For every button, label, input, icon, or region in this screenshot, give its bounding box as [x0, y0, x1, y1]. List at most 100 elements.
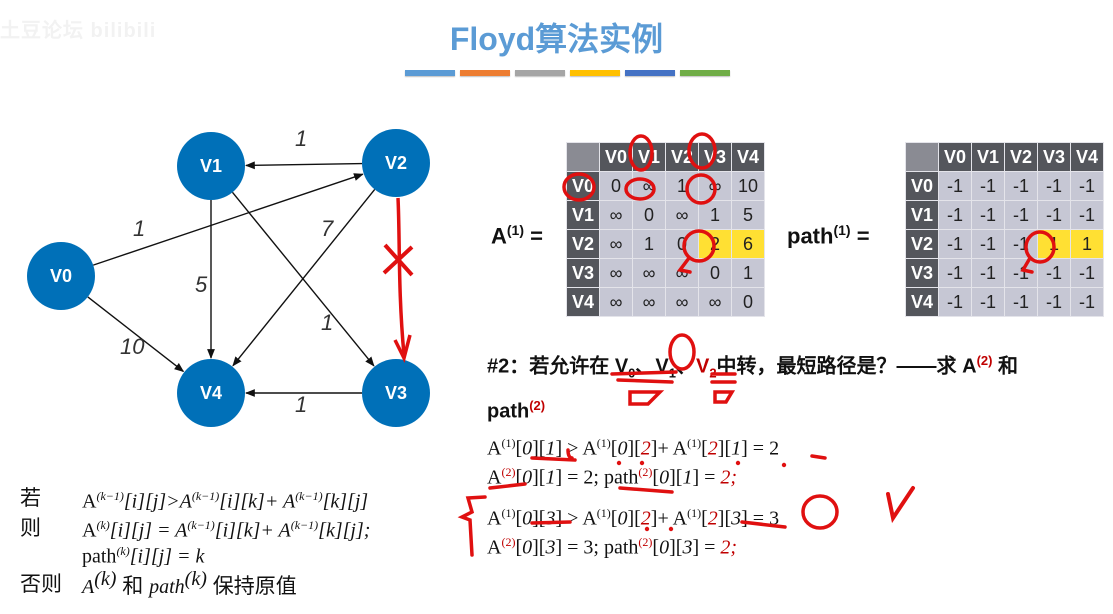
index-value: 0	[522, 466, 533, 489]
matrix-cell: ∞	[698, 171, 732, 201]
index-value: 3	[731, 507, 742, 530]
index: [0][1]	[515, 466, 563, 489]
matrix-cell: -1	[971, 171, 1005, 201]
matrix-cell: -1	[1070, 200, 1104, 230]
edge-weight-label: 10	[120, 334, 145, 359]
sup: (2)	[501, 464, 516, 479]
sup: (2)	[638, 464, 653, 479]
floyd-rule-block: 若 A(k−1)[i][j]>A(k−1)[i][k]+ A(k−1)[k][j…	[20, 482, 440, 598]
matrix-row: V3-1-1-1-1-1	[905, 258, 1104, 288]
index: [k][j]	[322, 490, 369, 513]
index: [0][3]	[515, 536, 563, 559]
sup: (k−1)	[295, 489, 323, 503]
matrix-cell: 2	[698, 229, 732, 259]
matrix-cell: 1	[632, 229, 666, 259]
matrix-row-header: V0	[566, 171, 600, 201]
matrix-col-header: V4	[1070, 142, 1104, 172]
matrix-row: V0-1-1-1-1-1	[905, 171, 1104, 201]
matrix-cell: 1	[731, 258, 765, 288]
operator: =	[699, 536, 721, 559]
matrix-row-header: V1	[566, 200, 600, 230]
color-bar-segment	[460, 70, 510, 76]
matrix-col-header: V3	[1037, 142, 1071, 172]
index-value: 2	[707, 437, 718, 460]
term: A	[487, 437, 502, 460]
term: path	[149, 576, 185, 598]
matrix-row-header: V4	[905, 287, 939, 317]
index-value: 1	[682, 466, 693, 489]
term: A	[487, 507, 502, 530]
matrix-cell: 10	[731, 171, 765, 201]
index: [k][j];	[318, 519, 371, 542]
matrix-a-sup: (1)	[506, 222, 525, 238]
edge-v0-v2	[92, 173, 364, 266]
value: 2;	[720, 466, 738, 489]
step-line-assign: A(2)[0][3] = 3; path(2)[0][3] = 2;	[487, 531, 779, 560]
matrix-cell: -1	[971, 229, 1005, 259]
question-a-sup: (2)	[976, 353, 993, 368]
node-label: V4	[200, 383, 222, 403]
matrix-cell: 0	[665, 229, 699, 259]
matrix-path-label: path(1) =	[787, 222, 870, 249]
index-value: 3	[545, 536, 556, 559]
matrix-cell: 0	[731, 287, 765, 317]
sup: (1)	[687, 436, 702, 450]
vertex-v1: V	[655, 355, 669, 378]
matrix-col-header: V4	[731, 142, 765, 172]
edge-weight-label: 7	[321, 216, 334, 241]
index-value: 0	[522, 507, 533, 530]
sup: (k−1)	[290, 518, 319, 532]
node-v0	[27, 242, 95, 310]
node-v4	[177, 359, 245, 427]
rule-if-key: 若	[20, 487, 41, 510]
matrix-cell: 6	[731, 229, 765, 259]
index-value: 1	[545, 437, 556, 460]
matrix-row-header: V3	[566, 258, 600, 288]
vertex-v1-sub: 1	[668, 365, 676, 381]
node-v1	[177, 132, 245, 200]
step-line-compare: A(1)[0][3] > A(1)[0][2]+ A(1)[2][3] = 3	[487, 502, 779, 531]
matrix-corner	[905, 142, 939, 172]
term: A	[82, 519, 97, 542]
red-arrowhead	[393, 334, 412, 363]
edge-weight-label: 1	[295, 126, 307, 151]
matrix-cell: -1	[1004, 200, 1038, 230]
matrix-cell: 0	[632, 200, 666, 230]
question-path-sup: (2)	[529, 397, 546, 413]
matrix-cell: ∞	[599, 229, 633, 259]
sup: (k−1)	[187, 518, 215, 532]
operator: +	[657, 437, 673, 460]
matrix-row-header: V3	[905, 258, 939, 288]
operator: >	[562, 437, 583, 460]
matrix-row: V1-1-1-1-1-1	[905, 200, 1104, 230]
result: = 3	[747, 507, 780, 530]
color-bar-segment	[680, 70, 730, 76]
question-and: 和	[992, 355, 1019, 378]
matrix-cell: -1	[1070, 258, 1104, 288]
operator: >	[562, 507, 583, 530]
node-label: V3	[385, 383, 407, 403]
vertex-v0: V	[614, 355, 629, 378]
sup: (1)	[501, 506, 516, 520]
matrix-corner	[566, 142, 600, 172]
separator: 、	[635, 355, 656, 378]
index: [0]	[610, 507, 635, 530]
rule-else-key: 否则	[20, 573, 62, 596]
matrix-row-header: V0	[905, 171, 939, 201]
rule-else-expr: A(k) 和 path(k) 保持原值	[82, 568, 297, 600]
index-value: 1	[545, 466, 556, 489]
index-value: 2	[707, 507, 718, 530]
matrix-cell: -1	[938, 229, 972, 259]
index: [3]	[724, 507, 748, 530]
matrix-col-header: V2	[1004, 142, 1038, 172]
term: path	[603, 466, 639, 489]
and-text: 和	[116, 575, 150, 598]
color-bar-segment	[515, 70, 565, 76]
matrix-cell: ∞	[665, 258, 699, 288]
edge-v2-v4	[232, 189, 376, 367]
edge-v1-v3	[231, 191, 375, 367]
edge-weight-label: 5	[195, 272, 208, 297]
